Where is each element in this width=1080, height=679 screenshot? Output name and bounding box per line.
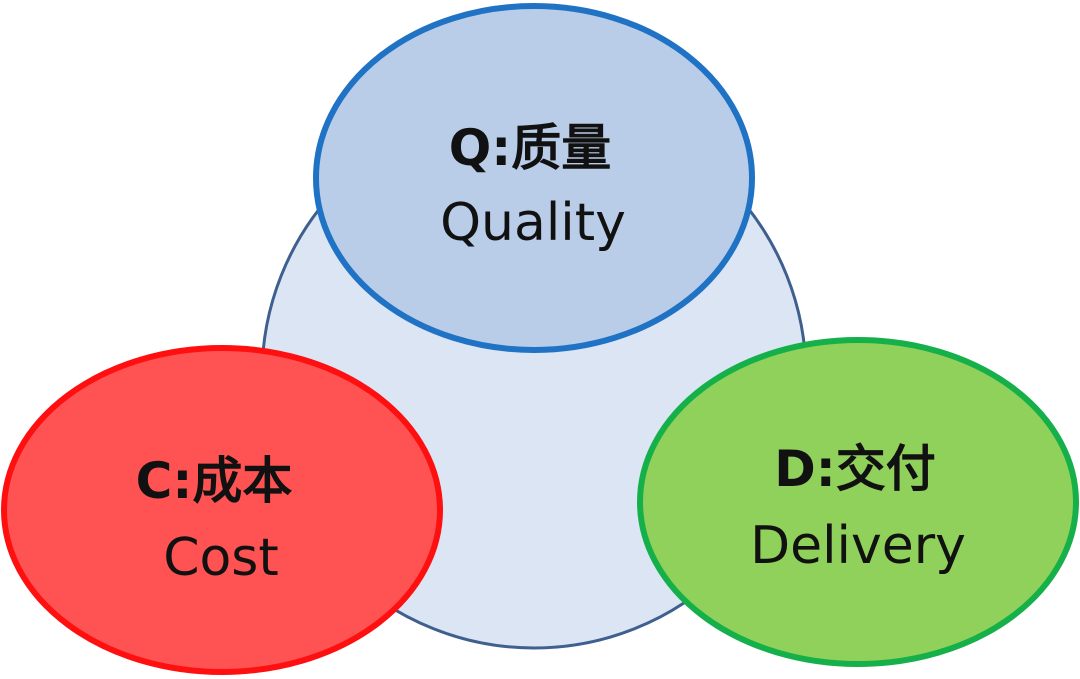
- cost-subtitle: Cost: [163, 528, 279, 588]
- delivery-node: D:交付 Delivery: [637, 337, 1079, 667]
- cost-title: C:成本: [136, 452, 293, 510]
- quality-title: Q:质量: [449, 119, 612, 177]
- cost-node: C:成本 Cost: [1, 345, 443, 675]
- quality-subtitle: Quality: [440, 193, 626, 253]
- quality-ellipse: [313, 3, 755, 353]
- quality-node: Q:质量 Quality: [313, 3, 755, 353]
- delivery-ellipse: [637, 337, 1079, 667]
- cost-ellipse: [1, 345, 443, 675]
- delivery-subtitle: Delivery: [750, 516, 966, 576]
- delivery-title: D:交付: [774, 440, 936, 498]
